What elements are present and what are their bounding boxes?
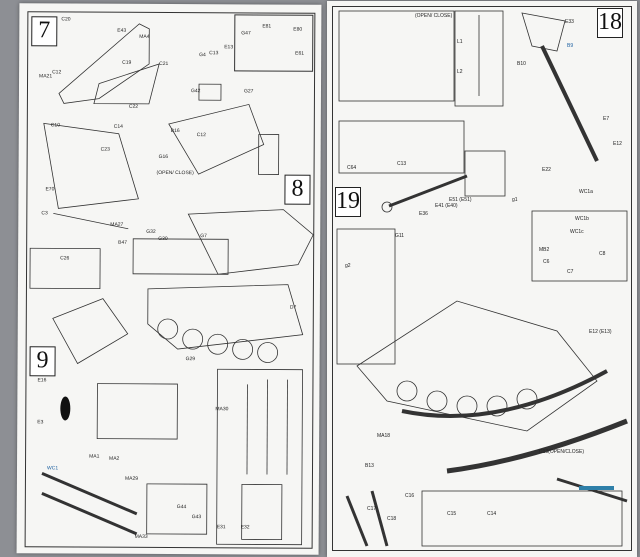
part-label: E12 — [613, 141, 622, 147]
part-label: G42 — [190, 88, 201, 95]
part-label: (OPEN/ CLOSE) — [156, 169, 194, 177]
step-number-7: 7 — [31, 16, 58, 47]
page-border — [332, 6, 632, 551]
part-label: C13(OPEN/CLOSE) — [539, 449, 585, 455]
instruction-page-right: 18 19 (OPEN/ CLOSE) E33 B9 B10 L1 L2 E7 … — [327, 1, 637, 557]
part-label: C12 — [196, 132, 206, 139]
part-label: MA29 — [124, 475, 139, 482]
part-label: G44 — [176, 504, 187, 511]
part-label: G30 — [158, 235, 168, 242]
step-number-18: 18 — [597, 8, 623, 38]
part-label: B47 — [118, 239, 128, 246]
part-label: C6 — [543, 259, 550, 265]
part-label: C13 — [397, 161, 407, 167]
part-label: B9 — [567, 43, 574, 49]
assembly-drawings — [336, 10, 628, 547]
part-label: C22 — [128, 103, 139, 110]
part-label: E81 — [262, 23, 272, 30]
part-label: MA4 — [139, 33, 150, 40]
part-label: G43 — [191, 514, 202, 521]
part-label: C7 — [567, 269, 574, 275]
part-label: C16 — [405, 493, 415, 499]
part-label: C64 — [347, 165, 357, 171]
instruction-page-left: 7 8 9 C20 E43 MA4 C12 MA21 C19 C21 C22 G… — [16, 3, 322, 555]
part-label: WC1c — [570, 229, 584, 235]
part-label: E31 — [216, 524, 226, 531]
part-label: B16 — [170, 128, 180, 135]
part-label: C10 — [50, 122, 61, 129]
part-label: L2 — [457, 69, 463, 75]
part-label: WC1b — [575, 216, 589, 222]
part-label: WC1 — [46, 465, 59, 472]
part-label: MA30 — [215, 406, 229, 413]
part-label: E43 — [117, 27, 127, 34]
part-label: E51 (E51) — [449, 197, 472, 203]
part-label: E22 — [542, 167, 551, 173]
part-label: E16 — [37, 377, 47, 384]
part-label: C18 — [387, 516, 397, 522]
part-label: G47 — [241, 30, 251, 37]
part-label: MA21 — [39, 73, 53, 80]
part-label: E80 — [293, 26, 303, 33]
part-label: C13 — [209, 50, 219, 57]
part-label: WC1a — [579, 189, 593, 195]
part-label: g1 — [512, 197, 518, 203]
part-label: C14 — [487, 511, 497, 517]
part-label: C19 — [122, 59, 132, 66]
part-label: E70 — [45, 186, 55, 193]
part-label: L1 — [457, 39, 463, 45]
part-label: C17 — [367, 506, 377, 512]
part-label: MA18 — [377, 433, 391, 439]
part-label: C3 — [41, 210, 48, 217]
part-label: C15 — [447, 511, 457, 517]
step-number-8: 8 — [284, 174, 311, 205]
part-label: E61 — [295, 50, 305, 57]
part-label: E33 — [565, 19, 574, 25]
part-label: g2 — [345, 263, 351, 269]
part-label: C23 — [100, 146, 110, 153]
part-label: B10 — [517, 61, 526, 67]
part-label: E3 — [37, 419, 44, 426]
part-label: (OPEN/ CLOSE) — [415, 13, 453, 19]
part-label: G7 — [200, 233, 207, 240]
part-label: G29 — [185, 356, 196, 363]
part-label: C8 — [599, 251, 606, 257]
part-label: E32 — [240, 524, 250, 531]
part-label: G16 — [158, 153, 169, 160]
part-label: C26 — [60, 255, 70, 262]
part-label: D7 — [289, 304, 297, 311]
part-label: E41 (E40) — [435, 203, 458, 209]
step-number-19: 19 — [335, 187, 361, 217]
part-label: MA27 — [110, 221, 124, 228]
part-label: G32 — [146, 228, 156, 235]
part-label: MA1 — [89, 453, 100, 460]
assembly-drawings — [29, 23, 314, 546]
part-label: G27 — [243, 88, 254, 95]
part-label: E7 — [603, 116, 610, 122]
part-label: MB2 — [539, 247, 550, 253]
part-label: G4 — [199, 52, 206, 59]
part-label: C12 — [52, 69, 62, 76]
part-label: C21 — [159, 60, 169, 67]
part-label: E12 (E13) — [589, 329, 612, 335]
part-label: E36 — [419, 211, 428, 217]
part-label: C14 — [113, 123, 123, 130]
part-label: C20 — [61, 16, 71, 23]
part-label: B13 — [365, 463, 374, 469]
step-number-9: 9 — [29, 346, 56, 377]
detail-inset — [234, 14, 314, 72]
part-label: G11 — [395, 233, 405, 239]
part-label: MA2 — [109, 455, 120, 462]
part-label: E13 — [224, 44, 234, 51]
part-label: MA33 — [134, 533, 148, 540]
